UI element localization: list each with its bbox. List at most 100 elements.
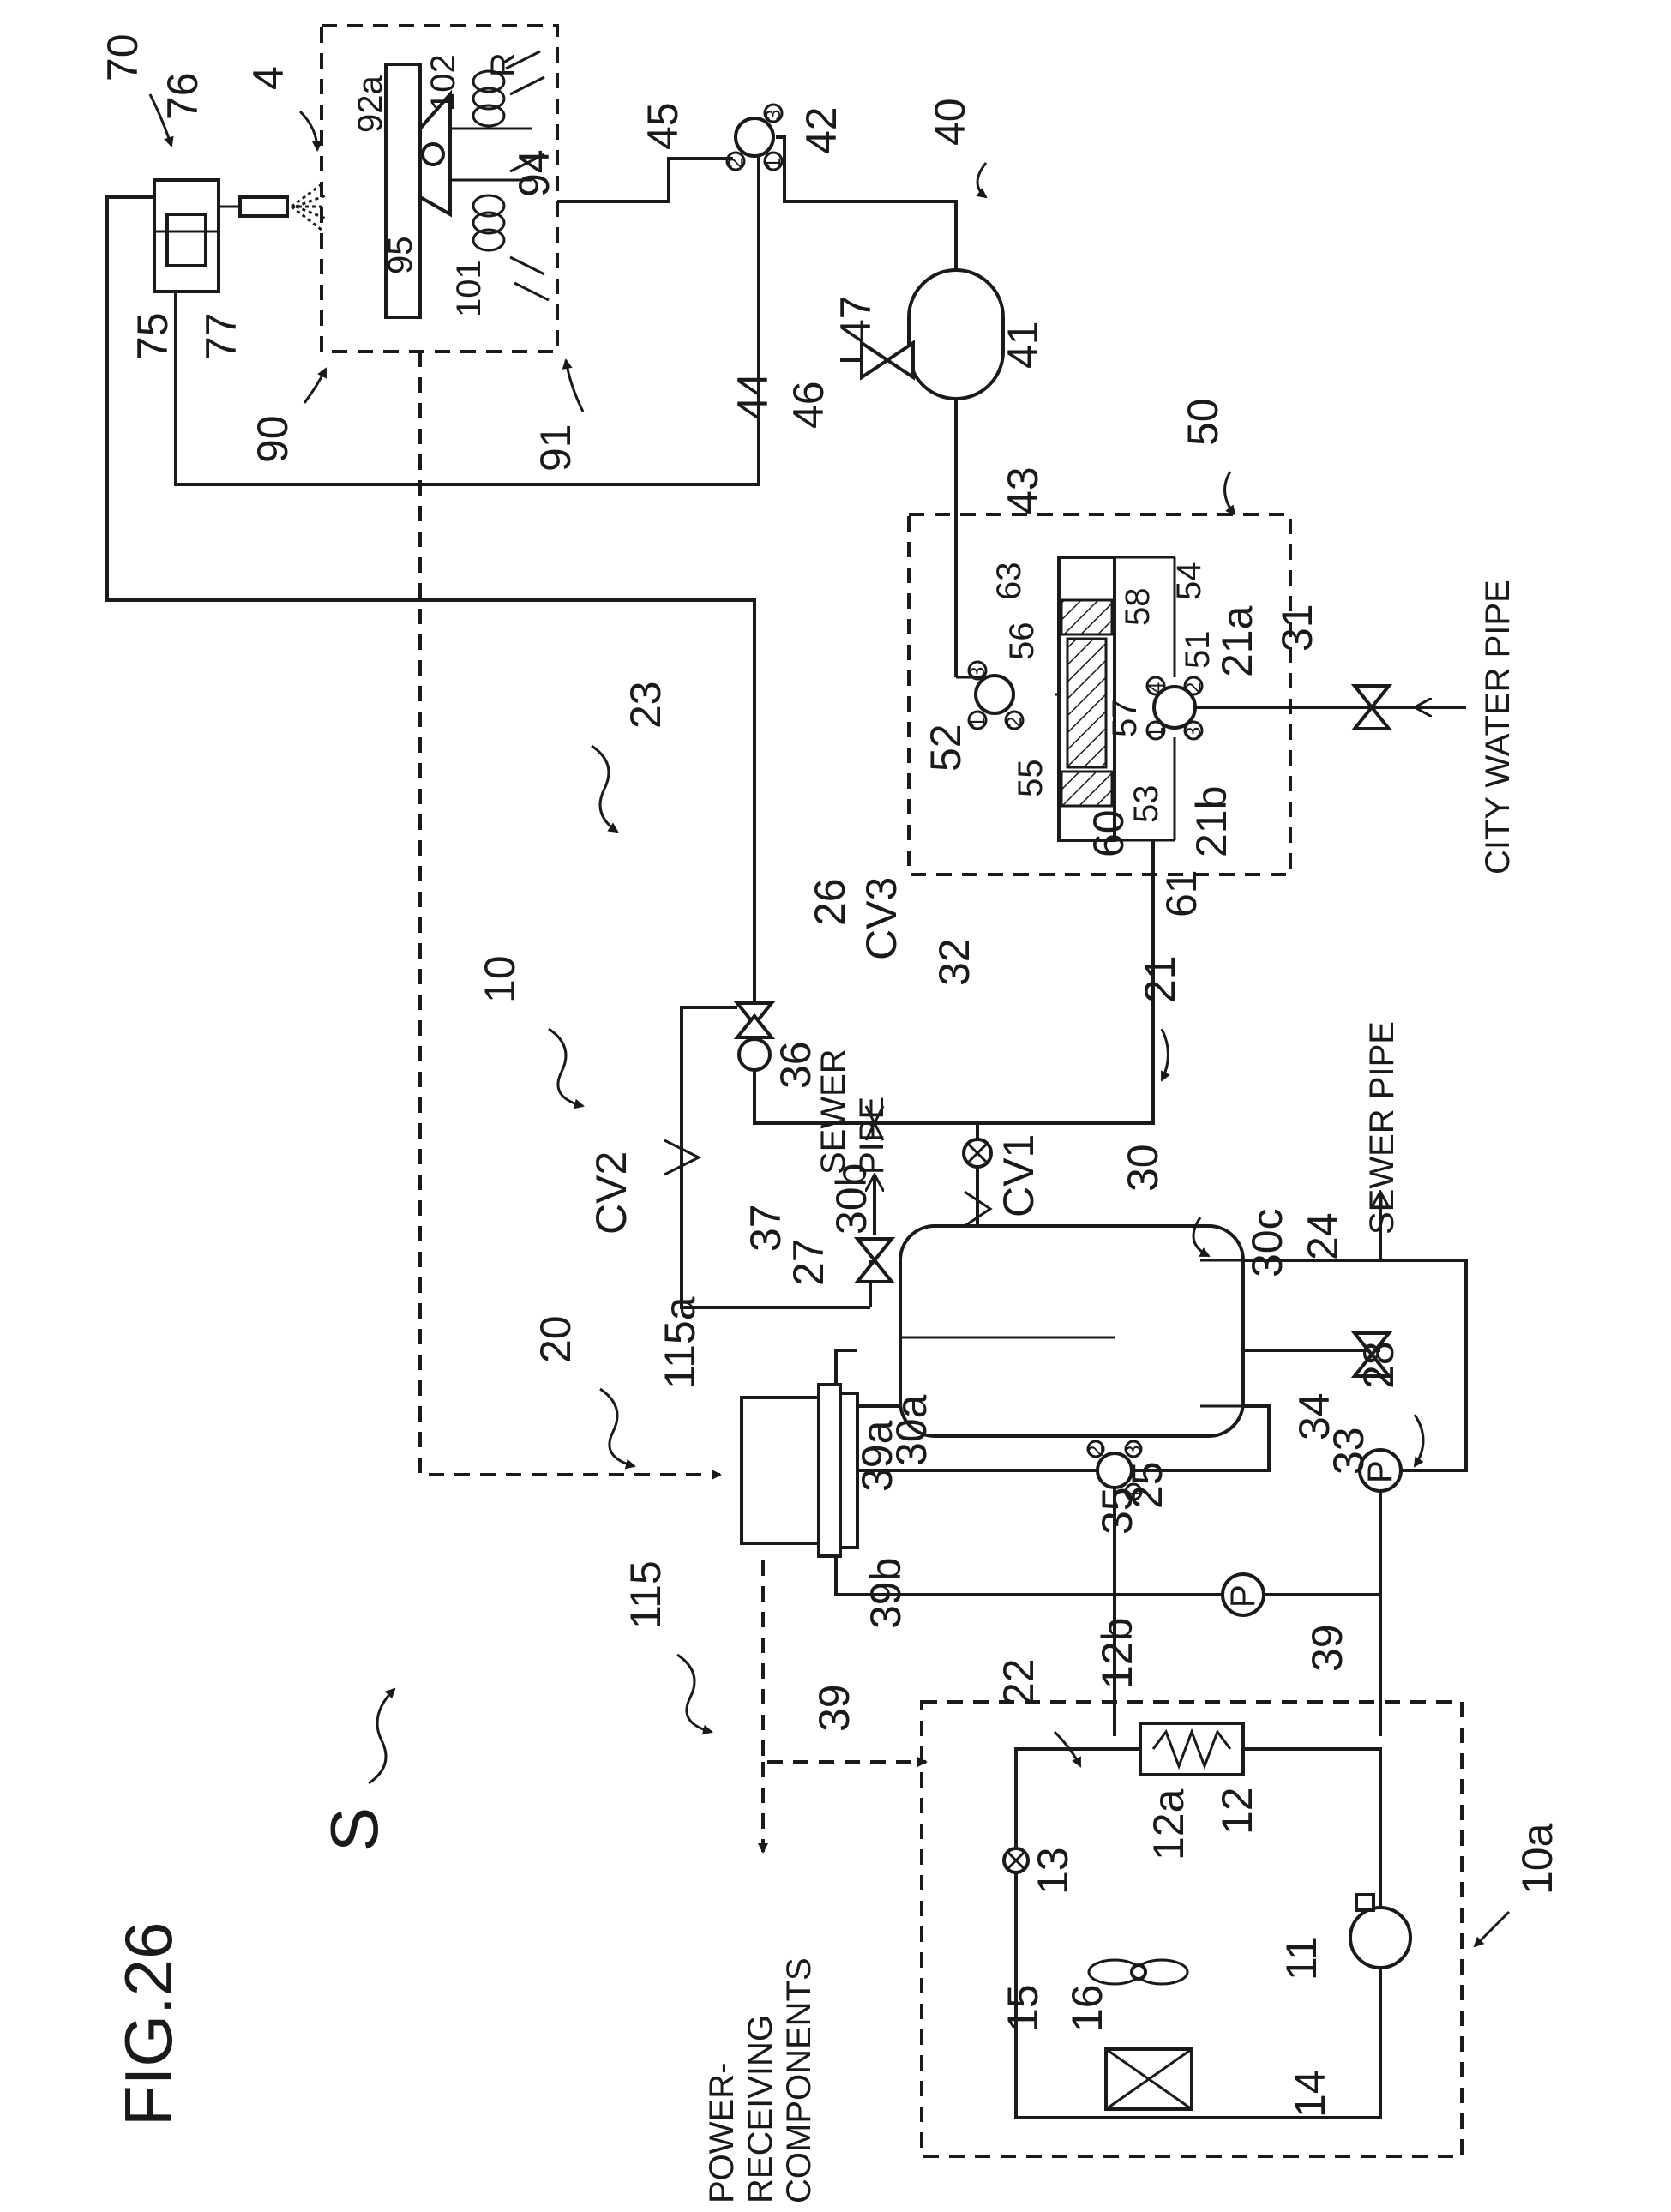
- ref-41: 41: [999, 321, 1047, 369]
- ref-115: 115: [622, 1560, 670, 1629]
- ref-102: 102: [424, 54, 462, 111]
- ref-21a: 21a: [1213, 605, 1261, 677]
- pipe-45: [557, 159, 733, 201]
- leader-4: [300, 111, 317, 150]
- port-42-2: 2: [724, 158, 748, 169]
- pump-39-label: P: [1224, 1584, 1262, 1608]
- ref-94: 94: [510, 149, 558, 197]
- leader-50: [1225, 472, 1235, 514]
- ref-44: 44: [729, 372, 777, 420]
- port-42-3: 3: [762, 110, 785, 121]
- plate-92a: [386, 64, 420, 317]
- ref-12b: 12b: [1093, 1618, 1141, 1689]
- valve-47: [862, 343, 913, 377]
- ref-13: 13: [1029, 1847, 1077, 1895]
- ref-37: 37: [742, 1204, 790, 1252]
- ref-21: 21: [1136, 955, 1184, 1003]
- pivot-95: [423, 144, 443, 165]
- leader-10a: [1475, 1912, 1509, 1946]
- ref-cv1: CV1: [995, 1134, 1043, 1217]
- leader-10: [549, 1029, 583, 1106]
- ref-95: 95: [382, 237, 419, 275]
- power-receiving-line1: POWER-: [703, 2063, 741, 2203]
- ref-36: 36: [772, 1041, 820, 1089]
- controller-115: [742, 1398, 819, 1543]
- ref-53: 53: [1127, 785, 1165, 824]
- ref-31: 31: [1273, 604, 1321, 652]
- ref-70: 70: [99, 33, 147, 81]
- ref-90: 90: [249, 415, 297, 463]
- nozzle: [240, 197, 287, 216]
- ref-39-pump: 39: [1303, 1624, 1351, 1672]
- ref-39: 39: [810, 1684, 858, 1732]
- ref-58: 58: [1119, 588, 1157, 627]
- ref-50: 50: [1179, 398, 1227, 446]
- pipe-40: [776, 137, 956, 270]
- heat-pump-unit-10a: [922, 1702, 1462, 2156]
- ref-15: 15: [999, 1984, 1047, 2032]
- part-77: [167, 214, 206, 266]
- port-51-1: 1: [1145, 727, 1168, 738]
- port-56-3: 3: [966, 667, 989, 678]
- ref-28: 28: [1355, 1341, 1403, 1389]
- port-56-2: 2: [1003, 717, 1026, 728]
- ref-61: 61: [1157, 869, 1205, 917]
- port-51-3: 3: [1182, 727, 1205, 738]
- sewer-pipe-right-label: SEWER PIPE: [1363, 1021, 1401, 1235]
- ref-39b: 39b: [862, 1558, 910, 1629]
- spring-101: [473, 195, 504, 250]
- valve-36: [737, 1003, 772, 1070]
- leader-28: [1415, 1415, 1423, 1466]
- ref-52: 52: [922, 724, 970, 772]
- sewer-pipe-top-line1: SEWER: [814, 1049, 852, 1175]
- ref-63: 63: [990, 562, 1028, 601]
- ref-24: 24: [1299, 1212, 1347, 1260]
- ref-54: 54: [1170, 562, 1208, 601]
- ref-27: 27: [784, 1238, 832, 1286]
- device-70: [154, 180, 326, 292]
- port-51-4: 4: [1145, 682, 1168, 694]
- valve-37: [857, 1239, 892, 1282]
- ref-32: 32: [930, 938, 978, 986]
- refrigerant-circuit: [1016, 1749, 1380, 2118]
- ref-12: 12: [1213, 1787, 1261, 1835]
- ref-76: 76: [159, 72, 207, 120]
- power-receiving-line3: COMPONENTS: [780, 1957, 818, 2203]
- ref-101: 101: [450, 260, 488, 317]
- system-label: S: [316, 1807, 392, 1852]
- port-35-1: 1: [1122, 1488, 1145, 1500]
- ref-51: 51: [1179, 631, 1217, 670]
- ref-cv3: CV3: [857, 877, 905, 960]
- valve-32: [964, 1139, 991, 1167]
- port-35-2: 2: [1085, 1446, 1108, 1457]
- ref-22: 22: [995, 1658, 1043, 1706]
- plug-63: [1061, 600, 1112, 634]
- ref-11: 11: [1277, 1936, 1325, 1981]
- ref-21b: 21b: [1187, 786, 1235, 857]
- leader-115: [677, 1655, 712, 1732]
- port-42-1: 1: [762, 158, 785, 169]
- leader-90: [304, 369, 326, 403]
- ref-30b: 30b: [827, 1163, 875, 1235]
- ref-115a: 115a: [656, 1296, 704, 1389]
- ref-43: 43: [999, 466, 1047, 514]
- ref-4: 4: [244, 66, 292, 90]
- ref-60: 60: [1085, 809, 1133, 857]
- hot-water-tank-30: [900, 1226, 1243, 1436]
- leader-21: [1162, 1029, 1169, 1080]
- tank-41: [909, 270, 1003, 399]
- ref-55: 55: [1012, 760, 1049, 798]
- ref-40: 40: [926, 98, 974, 146]
- ref-30a: 30a: [887, 1394, 935, 1466]
- pump-34-label: P: [1361, 1460, 1399, 1483]
- labels: FIG.26 S POWER- RECEIVING COMPONENTS CIT…: [99, 33, 1561, 2203]
- leader-91: [566, 360, 583, 412]
- ref-91: 91: [532, 424, 580, 472]
- spring-102: [473, 71, 504, 126]
- fan-16: [1089, 1960, 1187, 1984]
- ref-20: 20: [532, 1315, 580, 1363]
- ref-26: 26: [806, 878, 854, 926]
- leader-23: [592, 746, 617, 832]
- plate-115a: [819, 1385, 840, 1556]
